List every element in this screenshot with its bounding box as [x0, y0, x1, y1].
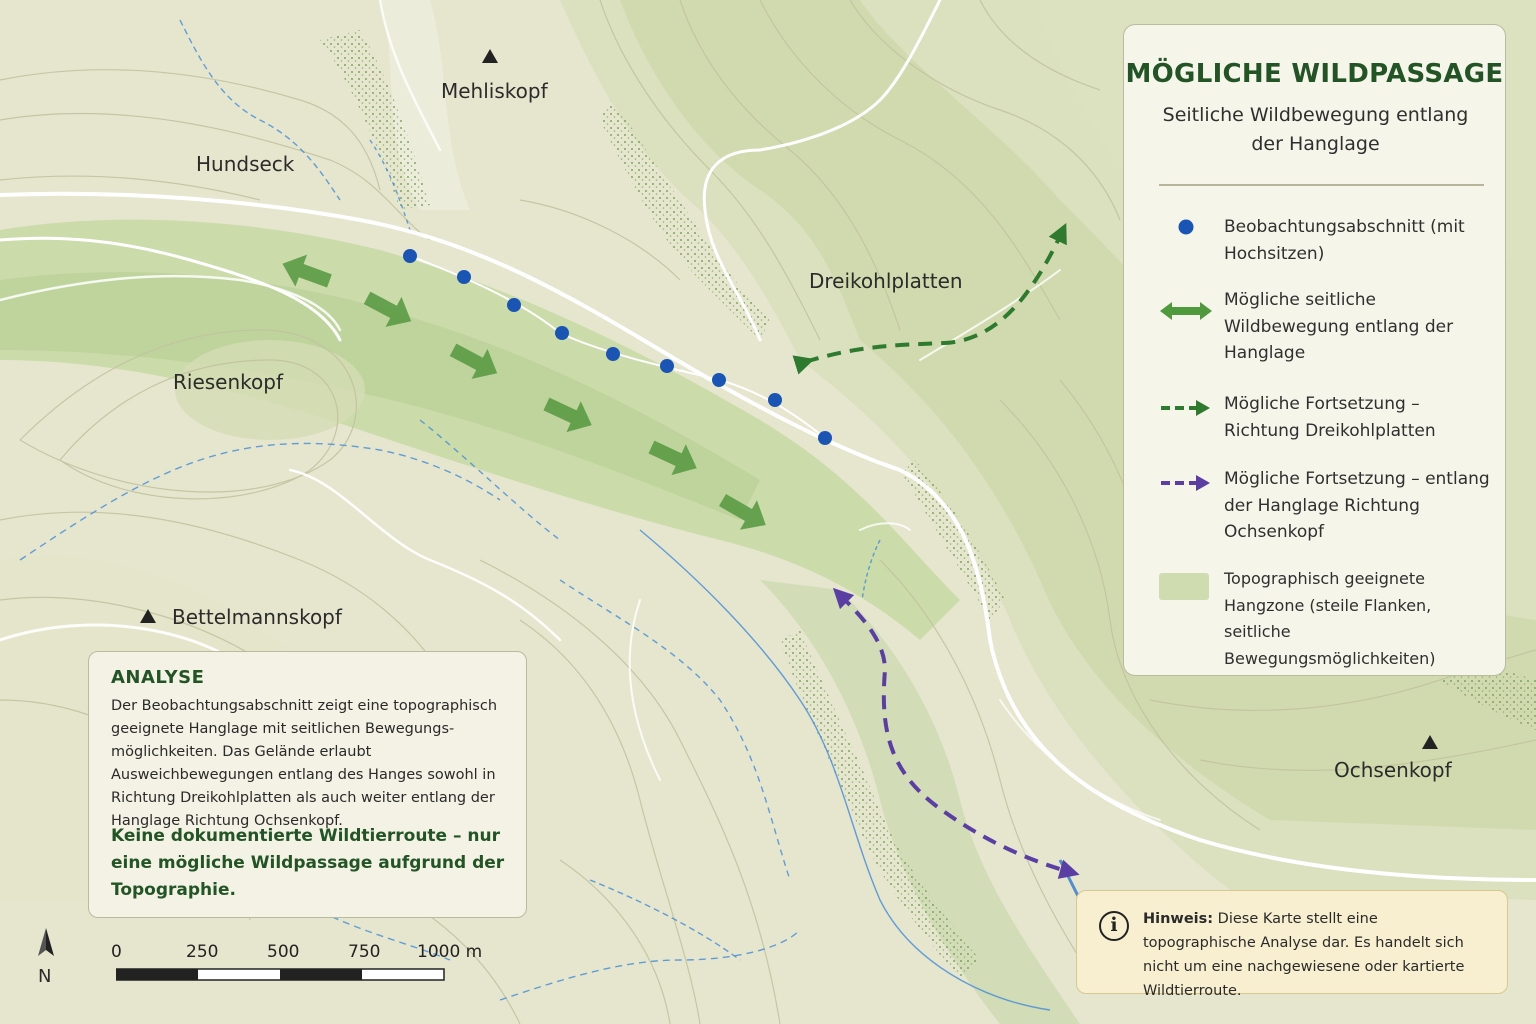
legend-item-observation: Beobachtungsabschnitt (mit Hochsitzen): [1224, 217, 1465, 264]
legend-panel: MÖGLICHE WILDPASSAGE Seitliche Wildbeweg…: [1123, 24, 1506, 676]
scale-label: 500: [267, 942, 300, 962]
analysis-panel: ANALYSE Der Beobachtungsabschnitt zeigt …: [88, 651, 527, 918]
legend-title: MÖGLICHE WILDPASSAGE: [1125, 59, 1504, 89]
legend-item-lateral-movement: Mögliche seitliche Wildbewegung entlang …: [1224, 290, 1454, 363]
continuation-path-ochsenkopf: [832, 587, 1080, 879]
legend-item-ochsenkopf: Mögliche Fortsetzung – entlang der Hangl…: [1224, 469, 1490, 542]
place-hundseck: Hundseck: [196, 152, 295, 176]
double-arrow-icon: [1160, 302, 1212, 320]
place-mehliskopf: Mehliskopf: [441, 79, 548, 103]
analysis-note: Keine dokumentierte Wildtierroute – nur …: [111, 826, 505, 900]
analysis-title: ANALYSE: [111, 667, 205, 688]
legend-item-slope-zone: Topographisch geeignete Hangzone (steile…: [1224, 569, 1436, 668]
observation-points: [403, 249, 832, 445]
north-arrow-icon: [38, 928, 54, 956]
movement-arrow: [648, 440, 697, 476]
observation-point: [555, 326, 569, 340]
movement-arrow: [363, 291, 412, 327]
analysis-text: Der Beobachtungsabschnitt zeigt eine top…: [111, 698, 498, 829]
movement-arrow: [282, 254, 332, 288]
place-bettelmannskopf: Bettelmannskopf: [172, 605, 342, 629]
observation-point: [507, 298, 521, 312]
observation-point: [457, 270, 471, 284]
info-icon: i: [1099, 911, 1129, 941]
observation-point: [660, 359, 674, 373]
place-riesenkopf: Riesenkopf: [173, 370, 283, 394]
hint-text: Hinweis: Diese Karte stellt eine topogra…: [1143, 907, 1495, 1003]
hint-body: Diese Karte stellt eine topographische A…: [1143, 911, 1465, 999]
legend-divider: [1159, 184, 1484, 186]
peak-icon: [1422, 735, 1438, 749]
north-label: N: [38, 966, 52, 987]
slope-zone-swatch: [1159, 573, 1209, 600]
legend-item-dreikohlplatten: Mögliche Fortsetzung – Richtung Dreikohl…: [1224, 394, 1436, 441]
observation-point: [403, 249, 417, 263]
scale-label: 0: [111, 942, 122, 962]
place-ochsenkopf: Ochsenkopf: [1334, 758, 1452, 782]
scale-label: 1000 m: [417, 942, 483, 962]
lateral-movement-arrows: [282, 254, 766, 530]
scale-label: 750: [348, 942, 381, 962]
movement-arrow: [543, 397, 592, 433]
movement-arrow: [718, 493, 766, 530]
peak-icon: [482, 49, 498, 63]
hint-panel: i Hinweis: Diese Karte stellt eine topog…: [1076, 890, 1508, 999]
observation-point: [768, 393, 782, 407]
observation-point: [818, 431, 832, 445]
blue-dot-icon: [1178, 219, 1194, 235]
observation-point: [712, 373, 726, 387]
continuation-path-dreikohlplatten: [792, 222, 1067, 375]
place-dreikohlplatten: Dreikohlplatten: [809, 269, 963, 293]
movement-arrow: [449, 343, 498, 379]
observation-point: [606, 347, 620, 361]
streams: [19, 19, 1092, 1011]
scale-label: 250: [186, 942, 219, 962]
green-dashed-arrow-icon: [1161, 400, 1210, 416]
peak-icon: [140, 609, 156, 623]
legend-subtitle: Seitliche Wildbewegung entlang der Hangl…: [1162, 104, 1469, 155]
purple-dashed-arrow-icon: [1161, 475, 1210, 491]
scale-bar: [116, 968, 445, 981]
hint-label: Hinweis:: [1143, 911, 1214, 927]
